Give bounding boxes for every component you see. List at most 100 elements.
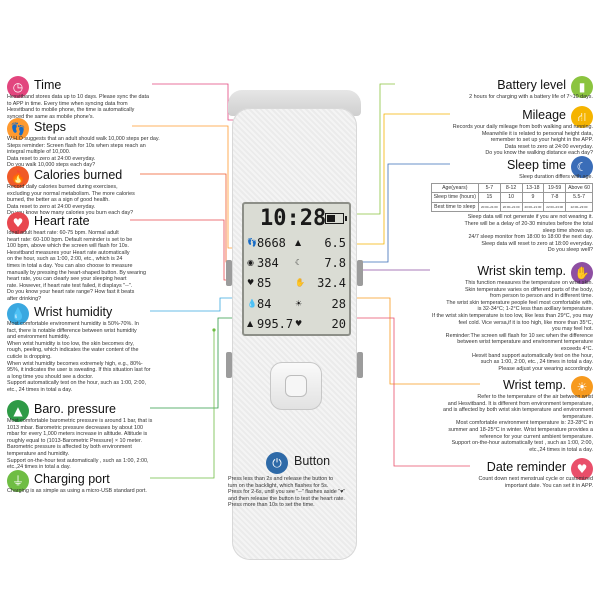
description-line: Press for 2-6s, until you see "--" flash…: [228, 489, 346, 496]
description-line: Do you know the walking distance each da…: [485, 150, 593, 157]
feature-title: Wrist skin temp.: [477, 264, 566, 278]
description-line: is 32-34°C; 1-2°C less than axillary tem…: [477, 306, 593, 313]
feature-title: Time: [34, 78, 62, 92]
heart-icon: ♥: [247, 278, 255, 287]
feature-description: W.H.O suggests that an adult should walk…: [7, 136, 212, 169]
lcd-value-calories: 384: [257, 256, 279, 270]
description-line: Press less than 2s and release the butto…: [228, 476, 334, 482]
description-line: When wrist humidity becomes extremely hi…: [7, 360, 143, 367]
description-line: Refer to the temperature of the air betw…: [477, 394, 593, 400]
lcd-time: 10:28: [260, 206, 327, 231]
mountain-icon: ▲: [7, 400, 29, 422]
description-line: Do you sleep well?: [547, 247, 593, 254]
description-line: mbar for every 1,000 meters increase in …: [7, 431, 148, 438]
feature-description: Record daily calories burned during exer…: [7, 184, 212, 217]
table-cell: 22:00~23:00: [565, 201, 593, 213]
connector-battery: [354, 83, 395, 215]
description-line: Hesvitband to mobile phone, the time is …: [7, 107, 135, 114]
description-line: times in total a day. You can also choos…: [7, 262, 133, 269]
description-line: Most comfortable barometric pressure is …: [7, 418, 153, 424]
description-line: to APP in time. Every time when syncing …: [7, 100, 128, 107]
description-line: Most comfortable environment humidity is…: [7, 321, 139, 327]
feature-title: Wrist humidity: [34, 305, 113, 319]
power-icon: ⏻: [266, 452, 288, 474]
heart-button[interactable]: [270, 362, 322, 410]
lcd-screen: 10:28 👣8668▲6.5◉384☾7.8♥85✋32.4💧84☀28▲99…: [242, 202, 351, 336]
description-line: Press more than 10s to set the time.: [228, 502, 315, 509]
feature-description: Most comfortable environment humidity is…: [7, 321, 212, 394]
table-cell: 20:00~21:00: [477, 201, 501, 213]
description-line: rate. However, if heart rate test failed…: [7, 282, 133, 289]
moon-icon: ☾: [571, 156, 593, 178]
description-line: Do you know your heart rate range? How f…: [7, 289, 135, 296]
side-clip-right-upper: [357, 260, 363, 286]
table-cell: 10: [499, 192, 523, 203]
description-line: 24/7 sleep monitor from 18:00 to 18:00 t…: [468, 234, 593, 241]
feature-description: Most comfortable barometric pressure is …: [7, 418, 212, 471]
clock-icon: ◷: [7, 76, 29, 98]
description-line: etc.,24 times in total a day.: [529, 446, 593, 453]
sun-icon: ☀: [571, 376, 593, 398]
feature-title: Battery level: [497, 78, 566, 92]
description-line: The wrist skin temperature people feel m…: [446, 299, 593, 306]
description-line: 1013 mbar. Barometric pressure decreases…: [7, 424, 144, 431]
description-line: Support on-the-hour test automatically ,…: [7, 457, 149, 464]
lcd-battery-fill: [327, 215, 335, 222]
table-cell: 13-18: [521, 182, 545, 194]
description-line: There will be a delay of 20-30 minutes b…: [464, 220, 593, 227]
connector-sleep: [354, 163, 450, 263]
connector-wrist_temp: [354, 297, 480, 385]
feature-description: 2 hours for charging with a battery life…: [393, 94, 593, 101]
description-line: Please adjust your wearing accordingly.: [498, 365, 593, 372]
lcd-value-baro: 995.7: [257, 317, 294, 331]
table-cell: 5-7: [477, 182, 501, 194]
feature-title: Charging port: [34, 472, 110, 486]
description-line: cuticle is dropping.: [7, 353, 52, 360]
description-line: Sleep duration differs with age.: [519, 174, 593, 180]
feature-title: Steps: [34, 120, 66, 134]
feature-title: Calories burned: [34, 168, 123, 182]
lcd-value-wrist-temp: 28: [331, 297, 346, 311]
description-line: Do you know how many calories you burn e…: [7, 210, 134, 217]
lcd-row: 💧84☀28: [247, 297, 346, 311]
description-line: Hesvitband stores data up to 10 days. Pl…: [7, 94, 150, 100]
battery-icon: ▮: [571, 76, 593, 98]
lcd-battery-icon: [325, 213, 347, 224]
description-line: Records your daily mileage from both wal…: [452, 124, 593, 130]
description-line: Barometric pressure is affected by both …: [7, 444, 132, 451]
description-line: rough, peeling, which indicates the wate…: [7, 347, 139, 354]
feature-title: Date reminder: [486, 460, 566, 474]
description-line: on the hour, such as 1:00, 2:00, etc., w…: [7, 256, 123, 263]
connector-charging: [150, 330, 215, 479]
hand-icon: ✋: [571, 262, 593, 284]
description-line: temperature and humidity.: [7, 450, 70, 457]
description-line: heart rate, you can clearly see your sle…: [7, 276, 127, 283]
description-line: Count down next menstrual cycle or custo…: [478, 476, 593, 482]
feature-description: Refer to the temperature of the air betw…: [383, 394, 593, 453]
description-line: feel cold. Vice versa,if it is too high,…: [458, 319, 594, 326]
description-line: Data reset to zero at 24:00 everyday.: [7, 155, 96, 162]
description-line: Record daily calories burned during exer…: [7, 184, 118, 190]
table-cell: 9: [521, 192, 545, 203]
side-clip-left-lower: [226, 352, 232, 378]
lcd-value-sleep: 7.8: [324, 256, 346, 270]
table-cell: 20:00~21:00: [499, 201, 523, 213]
table-cell: 19-59: [543, 182, 567, 194]
description-line: reference for your current ambient tempe…: [479, 433, 593, 440]
lcd-value-mileage: 6.5: [324, 236, 346, 250]
plug-icon: ⏚: [7, 470, 29, 492]
calories-icon: ◉: [247, 258, 254, 267]
table-cell: Sleep time (hours): [430, 192, 479, 203]
lcd-value-humidity: 84: [257, 297, 272, 311]
description-line: Sleep data will not generate if you are …: [467, 214, 593, 221]
description-line: Hesvit band support automatically test o…: [471, 352, 593, 359]
feature-description: Charging is as simple as using a micro-U…: [7, 488, 212, 495]
description-line: manually by pressing the heart-shaped bu…: [7, 269, 147, 276]
description-line: burned, the better as a sign of good hea…: [7, 197, 110, 204]
lcd-row: ♥85✋32.4: [247, 276, 346, 290]
feature-title: Mileage: [522, 108, 566, 122]
mileage-icon: ▲: [295, 238, 302, 247]
